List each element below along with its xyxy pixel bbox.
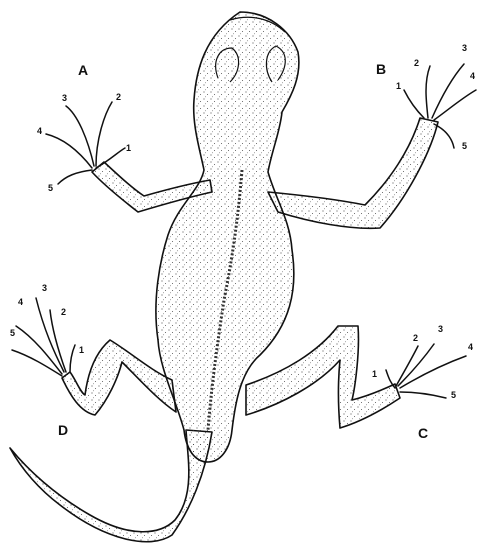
limb-b-digit-5: 5 — [462, 141, 467, 151]
limb-c-digit-5: 5 — [451, 390, 456, 400]
lizard-tail — [10, 430, 212, 542]
limb-d-digit-2: 2 — [61, 307, 66, 317]
limb-d-digit-4: 4 — [18, 297, 23, 307]
limb-a-digit-1: 1 — [126, 143, 131, 153]
limb-c-digit-3: 3 — [438, 324, 443, 334]
limb-a-digit-5: 5 — [48, 183, 53, 193]
limb-b-digit-3: 3 — [462, 43, 467, 53]
limb-a-digit-2: 2 — [116, 92, 121, 102]
limb-b-digit-1: 1 — [396, 81, 401, 91]
limb-c-label: C — [418, 425, 428, 441]
limb-c-digit-1: 1 — [372, 369, 377, 379]
limb-b-leg — [268, 118, 438, 228]
limb-b-digit-4: 4 — [470, 71, 475, 81]
limb-d-digit-5: 5 — [10, 328, 15, 338]
limb-d-digit-3: 3 — [42, 283, 47, 293]
limb-b-digit-2: 2 — [414, 58, 419, 68]
limb-d-label: D — [58, 422, 68, 438]
limb-b-label: B — [376, 61, 386, 77]
limb-c-digit-2: 2 — [413, 333, 418, 343]
limb-a-digit-4: 4 — [37, 126, 42, 136]
limb-a-digit-3: 3 — [62, 93, 67, 103]
limb-c-digit-4: 4 — [468, 342, 473, 352]
limb-d-digit-1: 1 — [79, 345, 84, 355]
limb-a-label: A — [78, 62, 88, 78]
